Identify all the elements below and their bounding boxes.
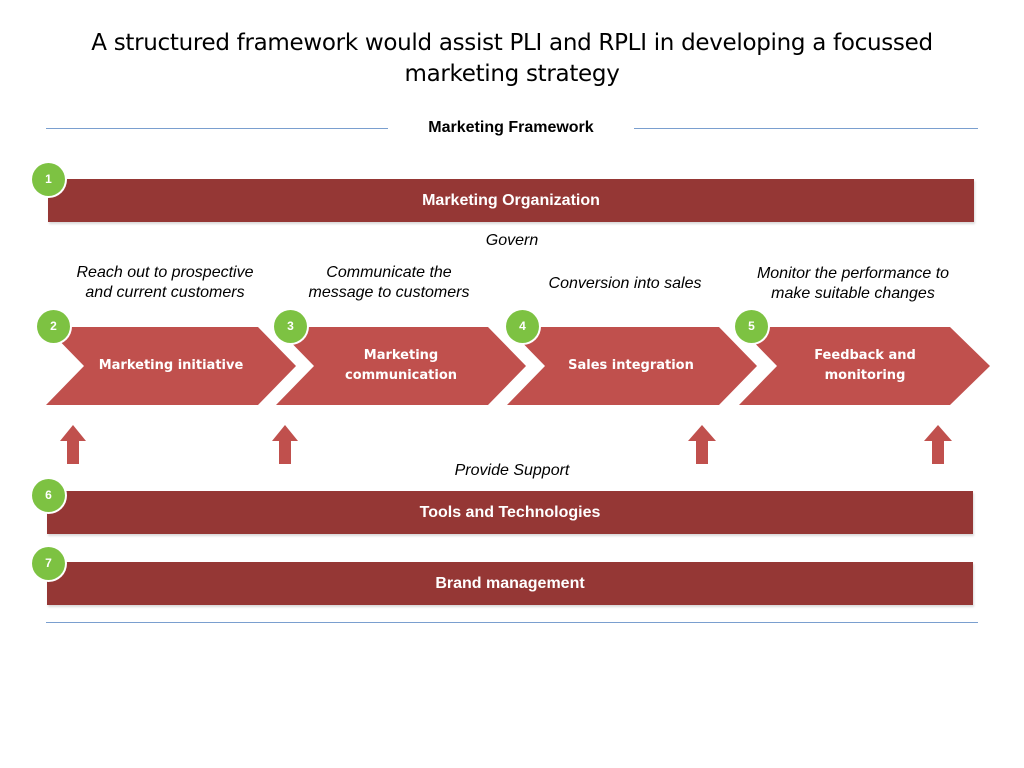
tools-technologies-label: Tools and Technologies: [419, 504, 601, 521]
step-badge-4: 4: [506, 310, 539, 343]
tools-technologies-bar: Tools and Technologies: [47, 491, 973, 534]
up-arrow-icon: [924, 425, 952, 464]
chevron-feedback-monitoring: [739, 327, 990, 405]
stage-caption-4: Monitor the performance to make suitable…: [756, 265, 950, 302]
chevron-sales-integration: [507, 327, 757, 405]
stage-caption-3: Conversion into sales: [548, 275, 702, 292]
step-badge-6: 6: [32, 479, 65, 512]
stage-label-2: Marketing communication: [344, 348, 458, 383]
chevron-marketing-communication: [276, 327, 526, 405]
brand-management-bar: Brand management: [47, 562, 973, 605]
stage-label-4: Feedback and monitoring: [814, 348, 916, 383]
govern-label: Govern: [485, 232, 539, 249]
step-badge-5: 5: [735, 310, 768, 343]
bottom-rule: [46, 622, 978, 623]
provide-support-label: Provide Support: [454, 462, 570, 479]
step-badge-7: 7: [32, 547, 65, 580]
framework-rule-right: [634, 128, 978, 129]
marketing-organization-bar: Marketing Organization: [48, 179, 974, 222]
up-arrow-icon: [272, 425, 298, 464]
framework-rule-left: [46, 128, 388, 129]
stage-caption-1: Reach out to prospective and current cus…: [76, 264, 254, 301]
brand-management-label: Brand management: [435, 575, 585, 592]
slide-title: A structured framework would assist PLI …: [91, 30, 933, 87]
step-badge-2: 2: [37, 310, 70, 343]
support-arrows: [60, 425, 952, 464]
process-chevrons: [46, 327, 990, 405]
up-arrow-icon: [60, 425, 86, 464]
up-arrow-icon: [688, 425, 716, 464]
marketing-organization-label: Marketing Organization: [422, 192, 600, 209]
stage-caption-2: Communicate the message to customers: [308, 264, 470, 301]
chevron-marketing-initiative: [46, 327, 296, 405]
framework-label: Marketing Framework: [428, 119, 594, 136]
step-badge-3: 3: [274, 310, 307, 343]
stage-label-3: Sales integration: [568, 358, 694, 373]
step-badge-1: 1: [32, 163, 65, 196]
stage-label-1: Marketing initiative: [98, 358, 244, 373]
